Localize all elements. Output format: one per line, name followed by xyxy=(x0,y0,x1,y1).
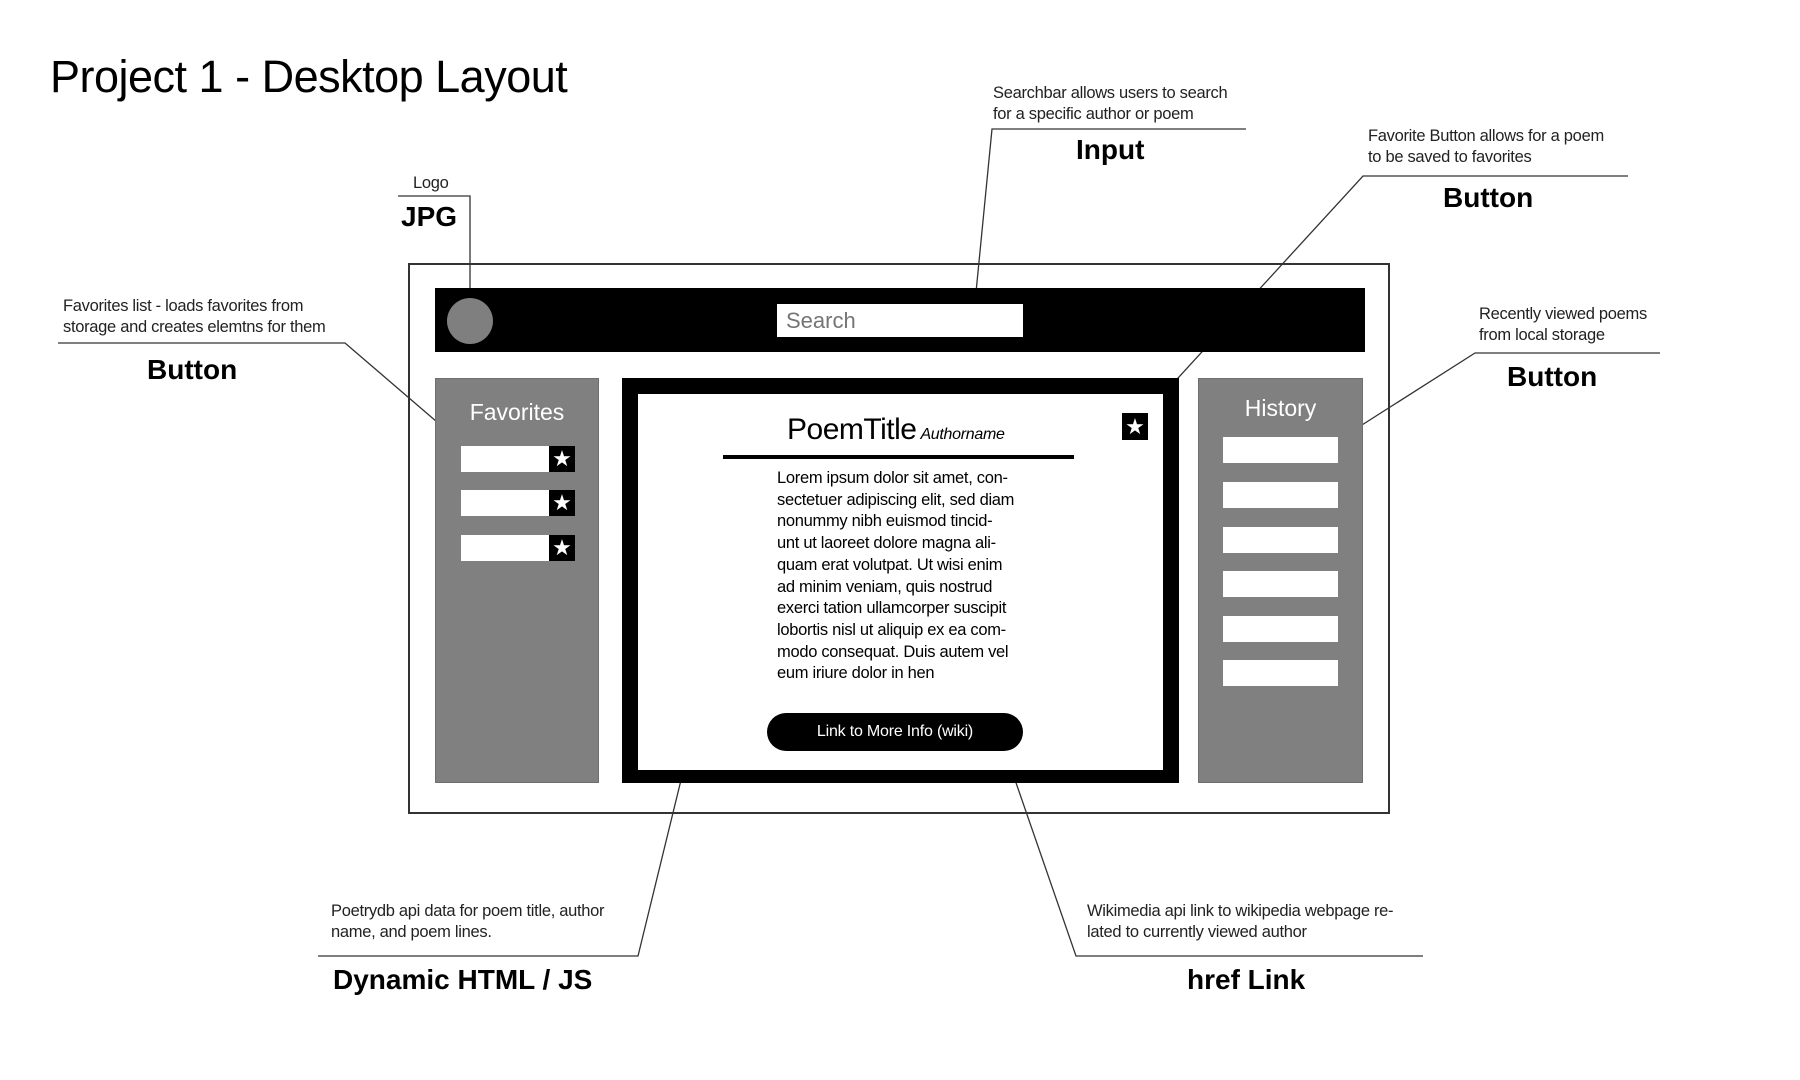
favorite-item[interactable]: ★ xyxy=(461,490,575,516)
poem-line: ad minim veniam, quis nostrud xyxy=(777,577,993,596)
poem-author: Authorname xyxy=(920,426,1005,443)
poem-title-text: PoemTitle xyxy=(787,413,917,446)
favorites-panel: Favorites ★ ★ ★ xyxy=(435,378,599,783)
history-annotation-note: Recently viewed poems from local storage xyxy=(1479,304,1647,346)
poem-line: lobortis nisl ut aliquip ex ea com- xyxy=(777,620,1006,639)
history-annotation-kind: Button xyxy=(1507,361,1598,392)
note-line: Poetrydb api data for poem title, author xyxy=(331,902,605,920)
poem-title-divider xyxy=(723,455,1074,459)
note-line: Searchbar allows users to search xyxy=(993,84,1228,102)
poem-line: Lorem ipsum dolor sit amet, con- xyxy=(777,469,1008,487)
note-line: lated to currently viewed author xyxy=(1087,923,1307,941)
history-panel: History xyxy=(1198,378,1363,783)
poem-line: unt ut laoreet dolore magna ali- xyxy=(777,534,996,553)
history-item[interactable] xyxy=(1223,527,1338,553)
poem-data-annotation-kind: Dynamic HTML / JS xyxy=(333,964,593,995)
wiki-link-annotation-note: Wikimedia api link to wikipedia webpage … xyxy=(1087,901,1394,943)
note-line: Recently viewed poems xyxy=(1479,305,1647,323)
history-label: History xyxy=(1244,395,1317,421)
star-icon[interactable]: ★ xyxy=(549,490,575,516)
history-item[interactable] xyxy=(1223,660,1338,686)
note-line: from local storage xyxy=(1479,326,1605,344)
favorite-item[interactable]: ★ xyxy=(461,535,575,561)
note-line: name, and poem lines. xyxy=(331,923,492,941)
note-line: storage and creates elemtns for them xyxy=(63,318,326,336)
search-input[interactable] xyxy=(777,304,1023,337)
star-icon[interactable]: ★ xyxy=(549,446,575,472)
poem-line: quam erat volutpat. Ut wisi enim xyxy=(777,555,1003,574)
favorite-button[interactable]: ★ xyxy=(1122,413,1148,440)
note-line: for a specific author or poem xyxy=(993,105,1194,123)
favorites-label: Favorites xyxy=(469,399,565,425)
history-item[interactable] xyxy=(1223,616,1338,642)
logo-icon[interactable] xyxy=(447,298,493,344)
favorite-button-annotation-kind: Button xyxy=(1443,182,1534,213)
poem-line: nonummy nibh euismod tincid- xyxy=(777,512,993,531)
poem-body: Lorem ipsum dolor sit amet, con- sectetu… xyxy=(777,468,1047,685)
logo-annotation-kind: JPG xyxy=(401,201,458,232)
poem-line: eum iriure dolor in hen xyxy=(777,664,935,683)
favorite-item-field[interactable] xyxy=(461,535,549,561)
search-annotation-note: Searchbar allows users to search for a s… xyxy=(993,83,1228,125)
history-item[interactable] xyxy=(1223,571,1338,597)
favorite-item-field[interactable] xyxy=(461,446,549,472)
wiki-link-annotation-kind: href Link xyxy=(1187,964,1306,995)
poem-line: modo consequat. Duis autem vel xyxy=(777,642,1009,661)
note-line: Favorite Button allows for a poem xyxy=(1368,127,1604,145)
history-item[interactable] xyxy=(1223,482,1338,508)
note-line: to be saved to favorites xyxy=(1368,148,1532,166)
star-icon: ★ xyxy=(1125,414,1145,439)
favorite-item-field[interactable] xyxy=(461,490,549,516)
history-item[interactable] xyxy=(1223,437,1338,463)
favorite-button-annotation-note: Favorite Button allows for a poem to be … xyxy=(1368,126,1604,168)
wiki-link-button[interactable]: Link to More Info (wiki) xyxy=(767,713,1023,751)
poem-line: exerci tation ullamcorper suscipit xyxy=(777,599,1007,618)
poem-data-annotation-note: Poetrydb api data for poem title, author… xyxy=(331,901,605,943)
note-line: Wikimedia api link to wikipedia webpage … xyxy=(1087,902,1394,920)
poem-line: sectetuer adipiscing elit, sed diam xyxy=(777,490,1015,509)
wireframe-window xyxy=(408,263,1390,814)
favorite-item[interactable]: ★ xyxy=(461,446,575,472)
note-line: Favorites list - loads favorites from xyxy=(63,297,304,315)
favorites-list-annotation-note: Favorites list - loads favorites from st… xyxy=(63,296,326,338)
star-icon[interactable]: ★ xyxy=(549,535,575,561)
favorites-list-annotation-kind: Button xyxy=(147,354,238,385)
logo-annotation-note: Logo xyxy=(413,174,449,192)
page-title: Project 1 - Desktop Layout xyxy=(50,51,568,102)
search-annotation-kind: Input xyxy=(1076,134,1145,165)
